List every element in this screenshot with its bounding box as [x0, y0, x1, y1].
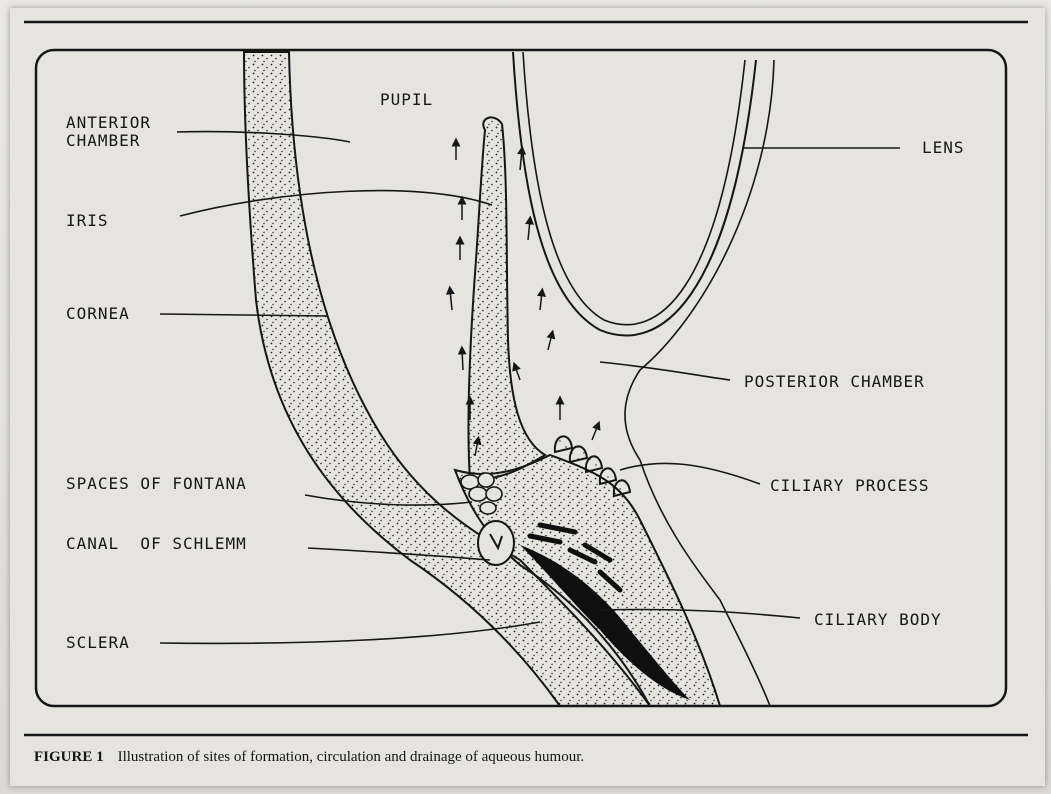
lens-inner-line	[523, 52, 745, 325]
label-posterior-chamber: POSTERIOR CHAMBER	[744, 373, 925, 391]
label-cornea: CORNEA	[66, 305, 130, 323]
label-iris: IRIS	[66, 212, 109, 230]
label-lens: LENS	[922, 139, 965, 157]
figure-number: FIGURE 1	[34, 749, 104, 765]
label-spaces-of-fontana: SPACES OF FONTANA	[66, 475, 247, 493]
label-ciliary-body: CILIARY BODY	[814, 611, 942, 629]
label-canal-of-schlemm: CANAL OF SCHLEMM	[66, 535, 247, 553]
caption-text: Illustration of sites of formation, circ…	[118, 749, 585, 765]
label-anterior-chamber: ANTERIOR CHAMBER	[66, 114, 151, 150]
lens-outer-line	[513, 52, 756, 336]
label-sclera: SCLERA	[66, 634, 130, 652]
iris-shape	[468, 117, 545, 480]
figure-caption: FIGURE 1 Illustration of sites of formati…	[34, 749, 584, 766]
label-pupil: PUPIL	[380, 91, 433, 109]
label-ciliary-process: CILIARY PROCESS	[770, 477, 930, 495]
